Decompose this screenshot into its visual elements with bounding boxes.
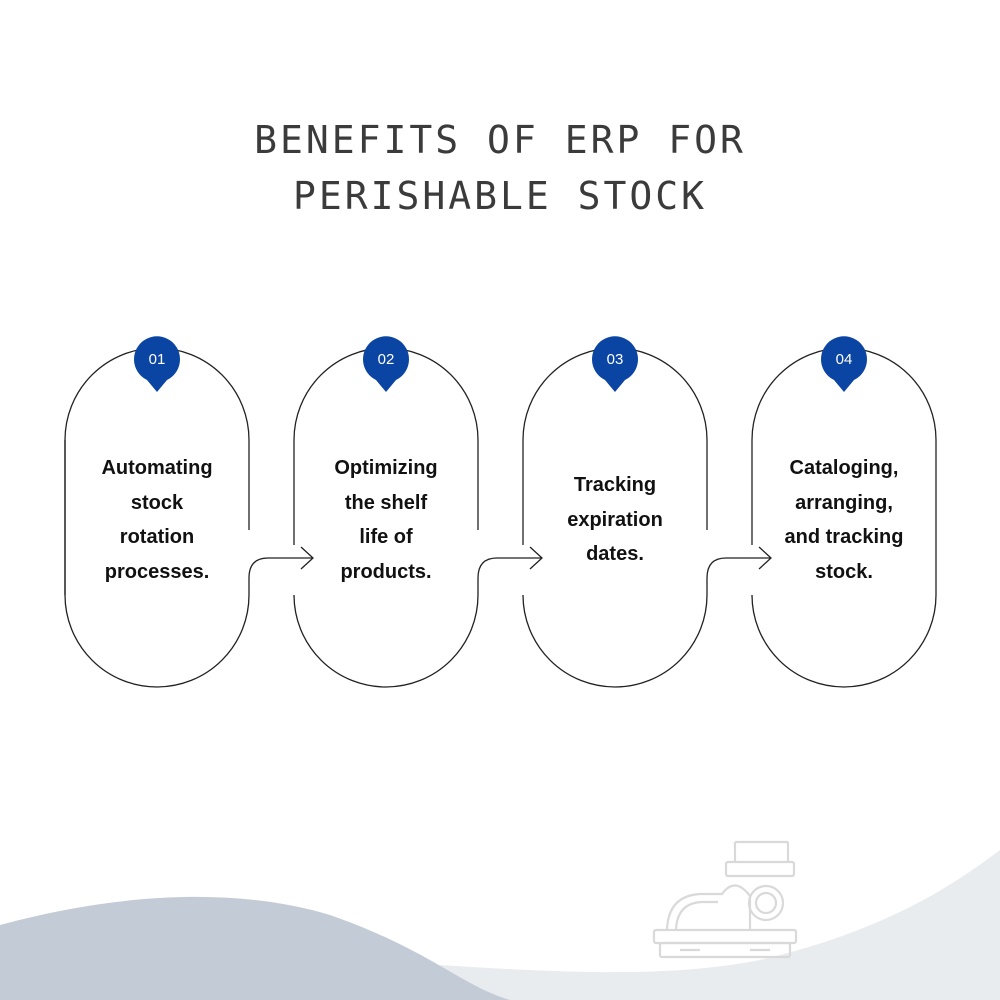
diagram-title: BENEFITS OF ERP FOR PERISHABLE STOCK xyxy=(0,112,1000,224)
background-wave-front xyxy=(0,896,510,1000)
step-2-line-4: products. xyxy=(340,560,432,583)
step-4-badge: 04 xyxy=(821,336,868,392)
step-2-line-2: the shelf xyxy=(344,491,428,514)
step-1-line-3: rotation xyxy=(119,526,195,548)
arrow-right-icon xyxy=(758,546,772,570)
step-4-text: Cataloging, arranging, and tracking stoc… xyxy=(769,451,919,589)
step-1-number: 01 xyxy=(149,351,166,368)
step-3-line-2: expiration xyxy=(567,508,663,531)
step-3-line-3: dates. xyxy=(586,543,644,565)
step-1-badge: 01 xyxy=(134,336,180,392)
cash-register-icon xyxy=(652,840,798,959)
step-2-line-1: Optimizing xyxy=(334,457,438,479)
step-4-number: 04 xyxy=(836,351,853,368)
connector-1-2 xyxy=(248,546,314,579)
title-line-1: BENEFITS OF ERP FOR xyxy=(254,118,746,162)
step-2-badge: 02 xyxy=(363,336,409,392)
step-4-line-2: arranging, xyxy=(795,491,893,514)
arrow-right-icon xyxy=(529,546,543,570)
step-3-number: 03 xyxy=(607,351,624,368)
step-2-number: 02 xyxy=(378,351,395,368)
step-4-outline xyxy=(751,347,937,688)
connector-2-3 xyxy=(477,546,543,579)
step-4-line-3: and tracking xyxy=(784,526,904,548)
step-3-line-1: Tracking xyxy=(573,474,657,496)
step-1-line-2: stock xyxy=(130,491,184,514)
step-2-line-3: life of xyxy=(359,526,413,548)
step-2-text: Optimizing the shelf life of products. xyxy=(311,451,461,589)
step-3-text: Tracking expiration dates. xyxy=(540,468,690,572)
step-4-line-1: Cataloging, xyxy=(789,457,899,479)
step-3-outline-bottom xyxy=(522,578,708,688)
step-3-badge: 03 xyxy=(592,336,639,392)
title-line-2: PERISHABLE STOCK xyxy=(292,174,708,218)
connector-3-4 xyxy=(706,546,772,579)
arrow-right-icon xyxy=(300,546,314,570)
step-1-line-1: Automating xyxy=(101,457,213,479)
step-1-line-4: processes. xyxy=(104,560,210,583)
step-1-text: Automating stock rotation processes. xyxy=(82,451,232,589)
step-4-card xyxy=(751,347,937,688)
step-4-line-4: stock. xyxy=(815,560,873,583)
step-2-outline-bottom xyxy=(293,578,479,688)
step-1-outline-bottom xyxy=(64,440,250,688)
